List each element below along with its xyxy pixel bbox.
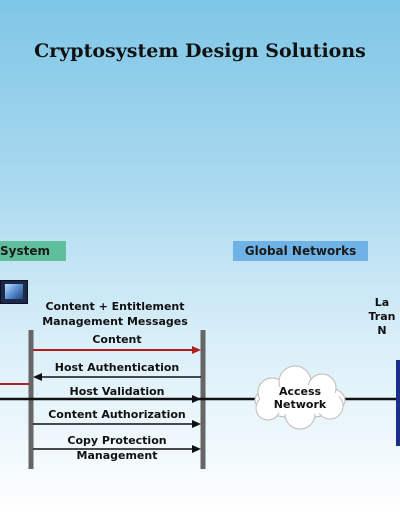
right-label-line1: La xyxy=(374,296,390,309)
right-label-line3: N xyxy=(377,324,387,337)
page-title: Cryptosystem Design Solutions xyxy=(34,40,366,62)
message-host-authentication: Host Authentication xyxy=(54,361,180,374)
flow-header-line2: Management Messages xyxy=(42,315,188,328)
system-section-label: System xyxy=(0,241,66,261)
video-screen-icon xyxy=(0,280,28,304)
access-network-cloud xyxy=(254,365,346,430)
message-copy-protection: Copy Protection xyxy=(67,434,167,447)
message-management: Management xyxy=(76,449,158,462)
message-host-validation: Host Validation xyxy=(69,385,165,398)
message-content: Content xyxy=(92,333,142,346)
message-content-authorization: Content Authorization xyxy=(48,408,186,421)
right-label-line2: Tran xyxy=(368,310,396,323)
cloud-label-line1: Access xyxy=(278,385,322,398)
cloud-label: Access Network xyxy=(255,385,345,411)
cloud-label-line2: Network xyxy=(273,398,327,411)
flow-header-line1: Content + Entitlement xyxy=(45,300,185,313)
right-device xyxy=(396,360,400,446)
global-networks-label: Global Networks xyxy=(233,241,368,261)
